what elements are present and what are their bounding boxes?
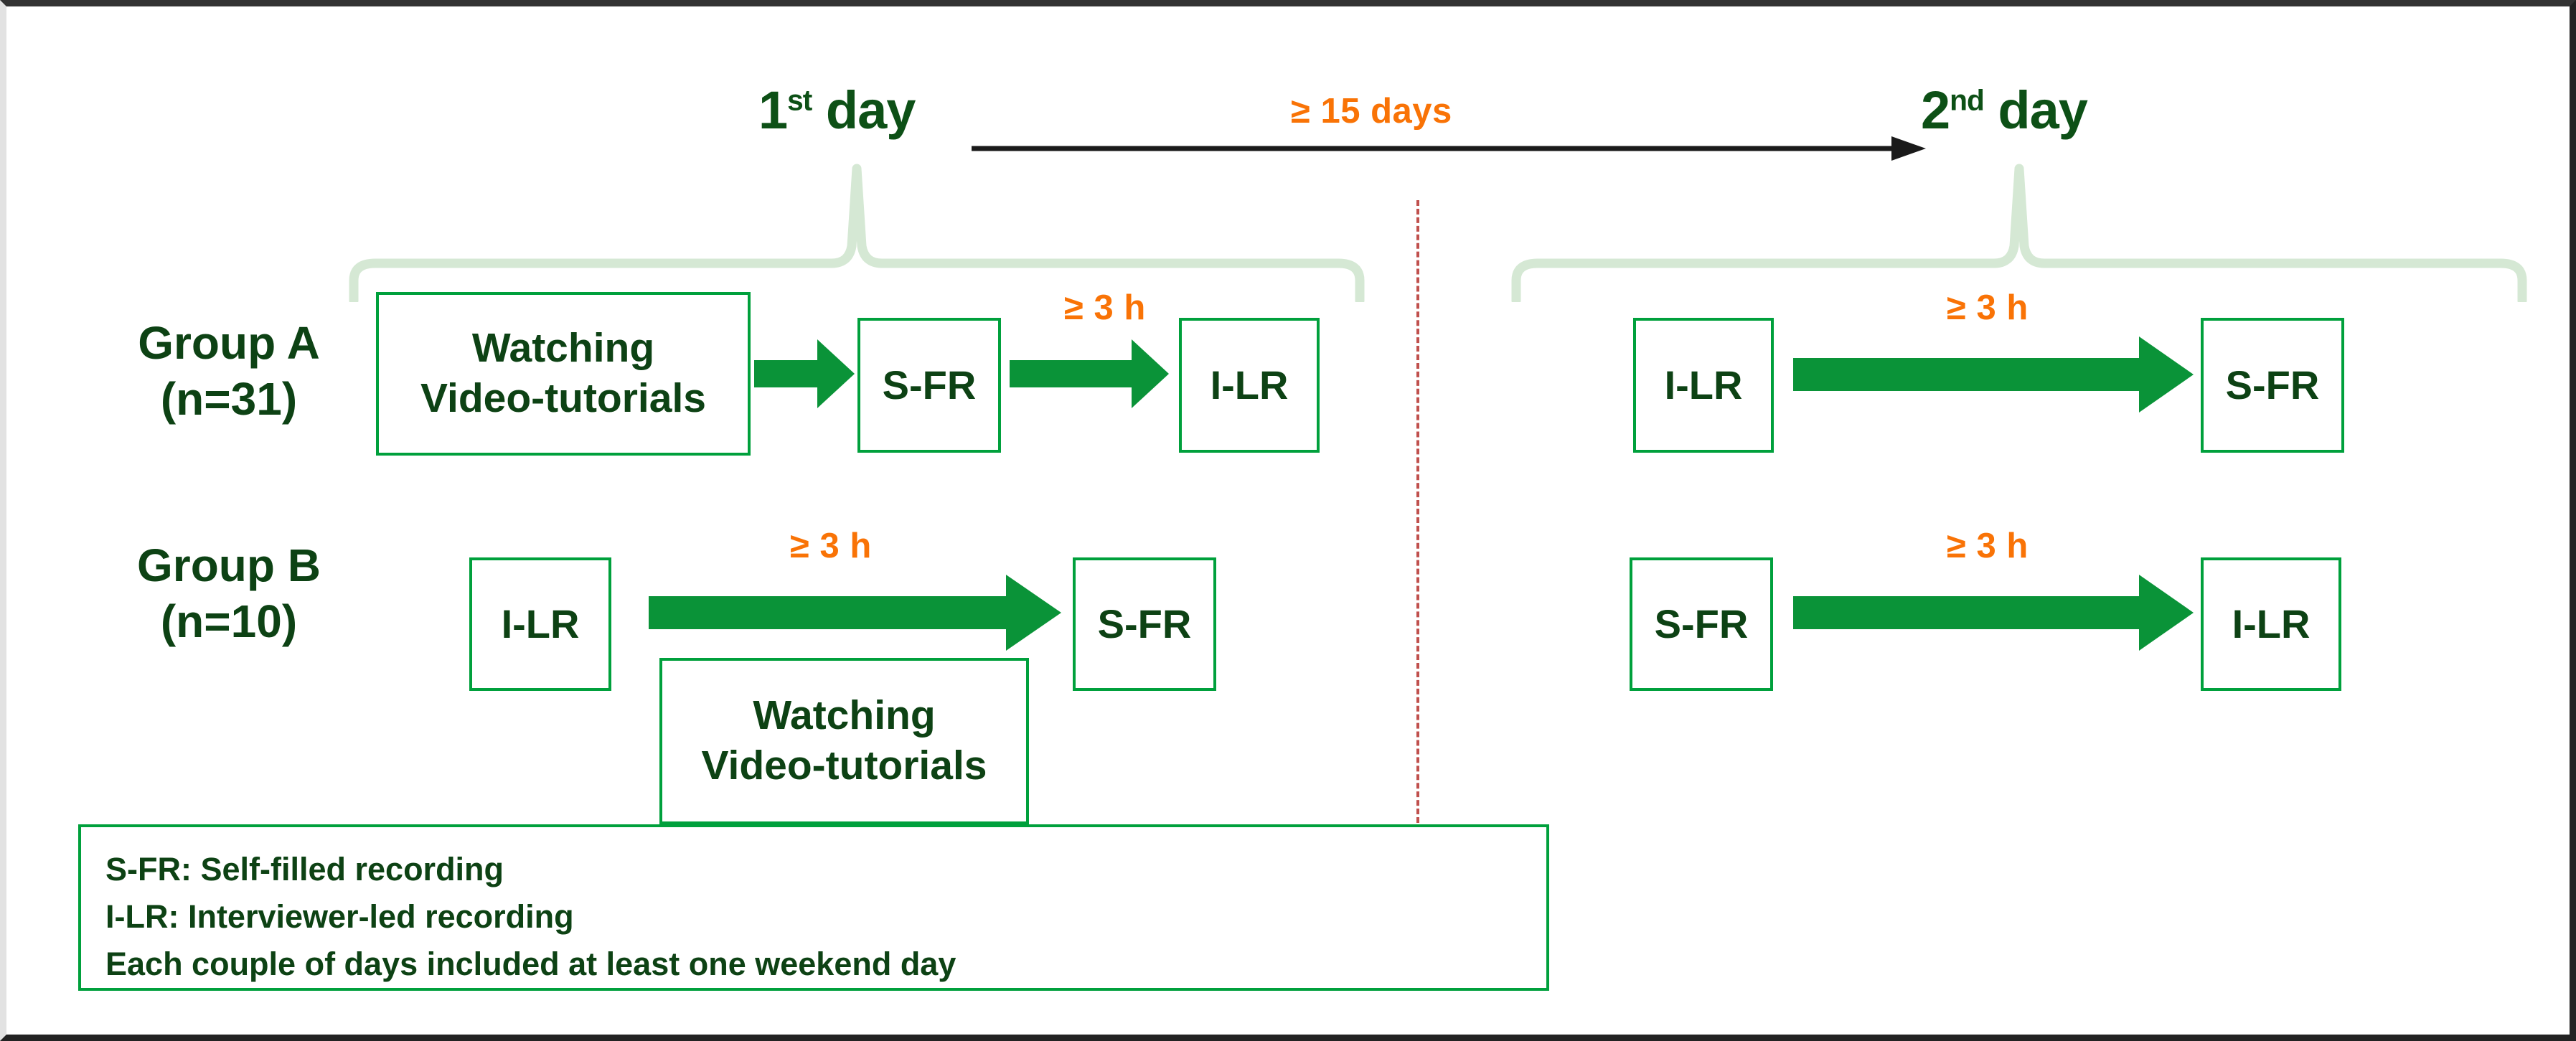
legend-line-i-lr: I-LR: Interviewer-led recording [105,898,574,936]
s-fr-label: S-FR [1097,600,1192,646]
day1-brace [344,159,1370,306]
day-divider [1416,200,1419,823]
day1-label-ordinal: st [787,83,812,117]
i-lr-label: I-LR [501,600,580,646]
video-tutorials-line2: Video-tutorials [701,743,987,788]
group-a-size: (n=31) [160,373,298,425]
day2-label: 2nd day [1921,83,2088,137]
group-a-day2-arrow-label: ≥ 3 h [1947,288,2029,327]
group-b-day1-arrow-label: ≥ 3 h [790,527,872,565]
i-lr-label: I-LR [2232,600,2311,646]
s-fr-label: S-FR [1654,600,1749,646]
day2-label-word: day [1983,80,2088,140]
i-lr-label: I-LR [1664,362,1743,408]
day2-label-number: 2 [1921,80,1950,140]
group-a-day2-arrow [1793,335,2194,414]
group-b-day1-video-tutorials-box: Watching Video-tutorials [659,658,1029,824]
group-a-day1-arrow-1 [754,336,855,411]
group-a-day2-s-fr-box: S-FR [2201,318,2344,453]
group-a-name: Group A [138,317,320,369]
i-lr-label: I-LR [1210,362,1289,408]
group-b-day2-i-lr-box: I-LR [2201,557,2341,691]
group-a-day1-i-lr-box: I-LR [1179,318,1320,453]
group-a-day1-arrow-2 [1010,336,1169,411]
video-tutorials-line2: Video-tutorials [420,375,706,421]
group-b-day1-arrow [649,573,1061,652]
day1-label-word: day [812,80,916,140]
group-b-day1-i-lr-box: I-LR [469,557,611,691]
group-b-day2-arrow [1793,573,2194,652]
day1-label: 1st day [758,83,916,137]
group-b-size: (n=10) [160,595,298,648]
legend-line-weekend: Each couple of days included at least on… [105,946,956,983]
day2-brace [1506,159,2532,306]
video-tutorials-line1: Watching [753,692,936,739]
group-b-label: Group B (n=10) [85,537,372,649]
group-b-day1-s-fr-box: S-FR [1073,557,1216,691]
group-a-day2-i-lr-box: I-LR [1633,318,1774,453]
interval-label: ≥ 15 days [1291,92,1452,131]
group-b-day2-s-fr-box: S-FR [1630,557,1773,691]
s-fr-label: S-FR [2225,362,2320,408]
group-a-day1-arrow-2-label: ≥ 3 h [1064,288,1146,327]
day1-label-number: 1 [758,80,788,140]
group-a-day1-video-tutorials-box: Watching Video-tutorials [376,292,751,456]
legend-box: S-FR: Self-filled recording I-LR: Interv… [78,824,1549,991]
legend-line-s-fr: S-FR: Self-filled recording [105,851,504,887]
timeline-arrow [972,136,1926,161]
group-b-day2-arrow-label: ≥ 3 h [1947,527,2029,565]
video-tutorials-line1: Watching [471,325,655,372]
group-b-name: Group B [137,540,321,591]
group-a-label: Group A (n=31) [85,315,372,427]
group-a-day1-s-fr-box: S-FR [857,318,1001,453]
day2-label-ordinal: nd [1950,83,1985,117]
s-fr-label: S-FR [882,362,977,408]
